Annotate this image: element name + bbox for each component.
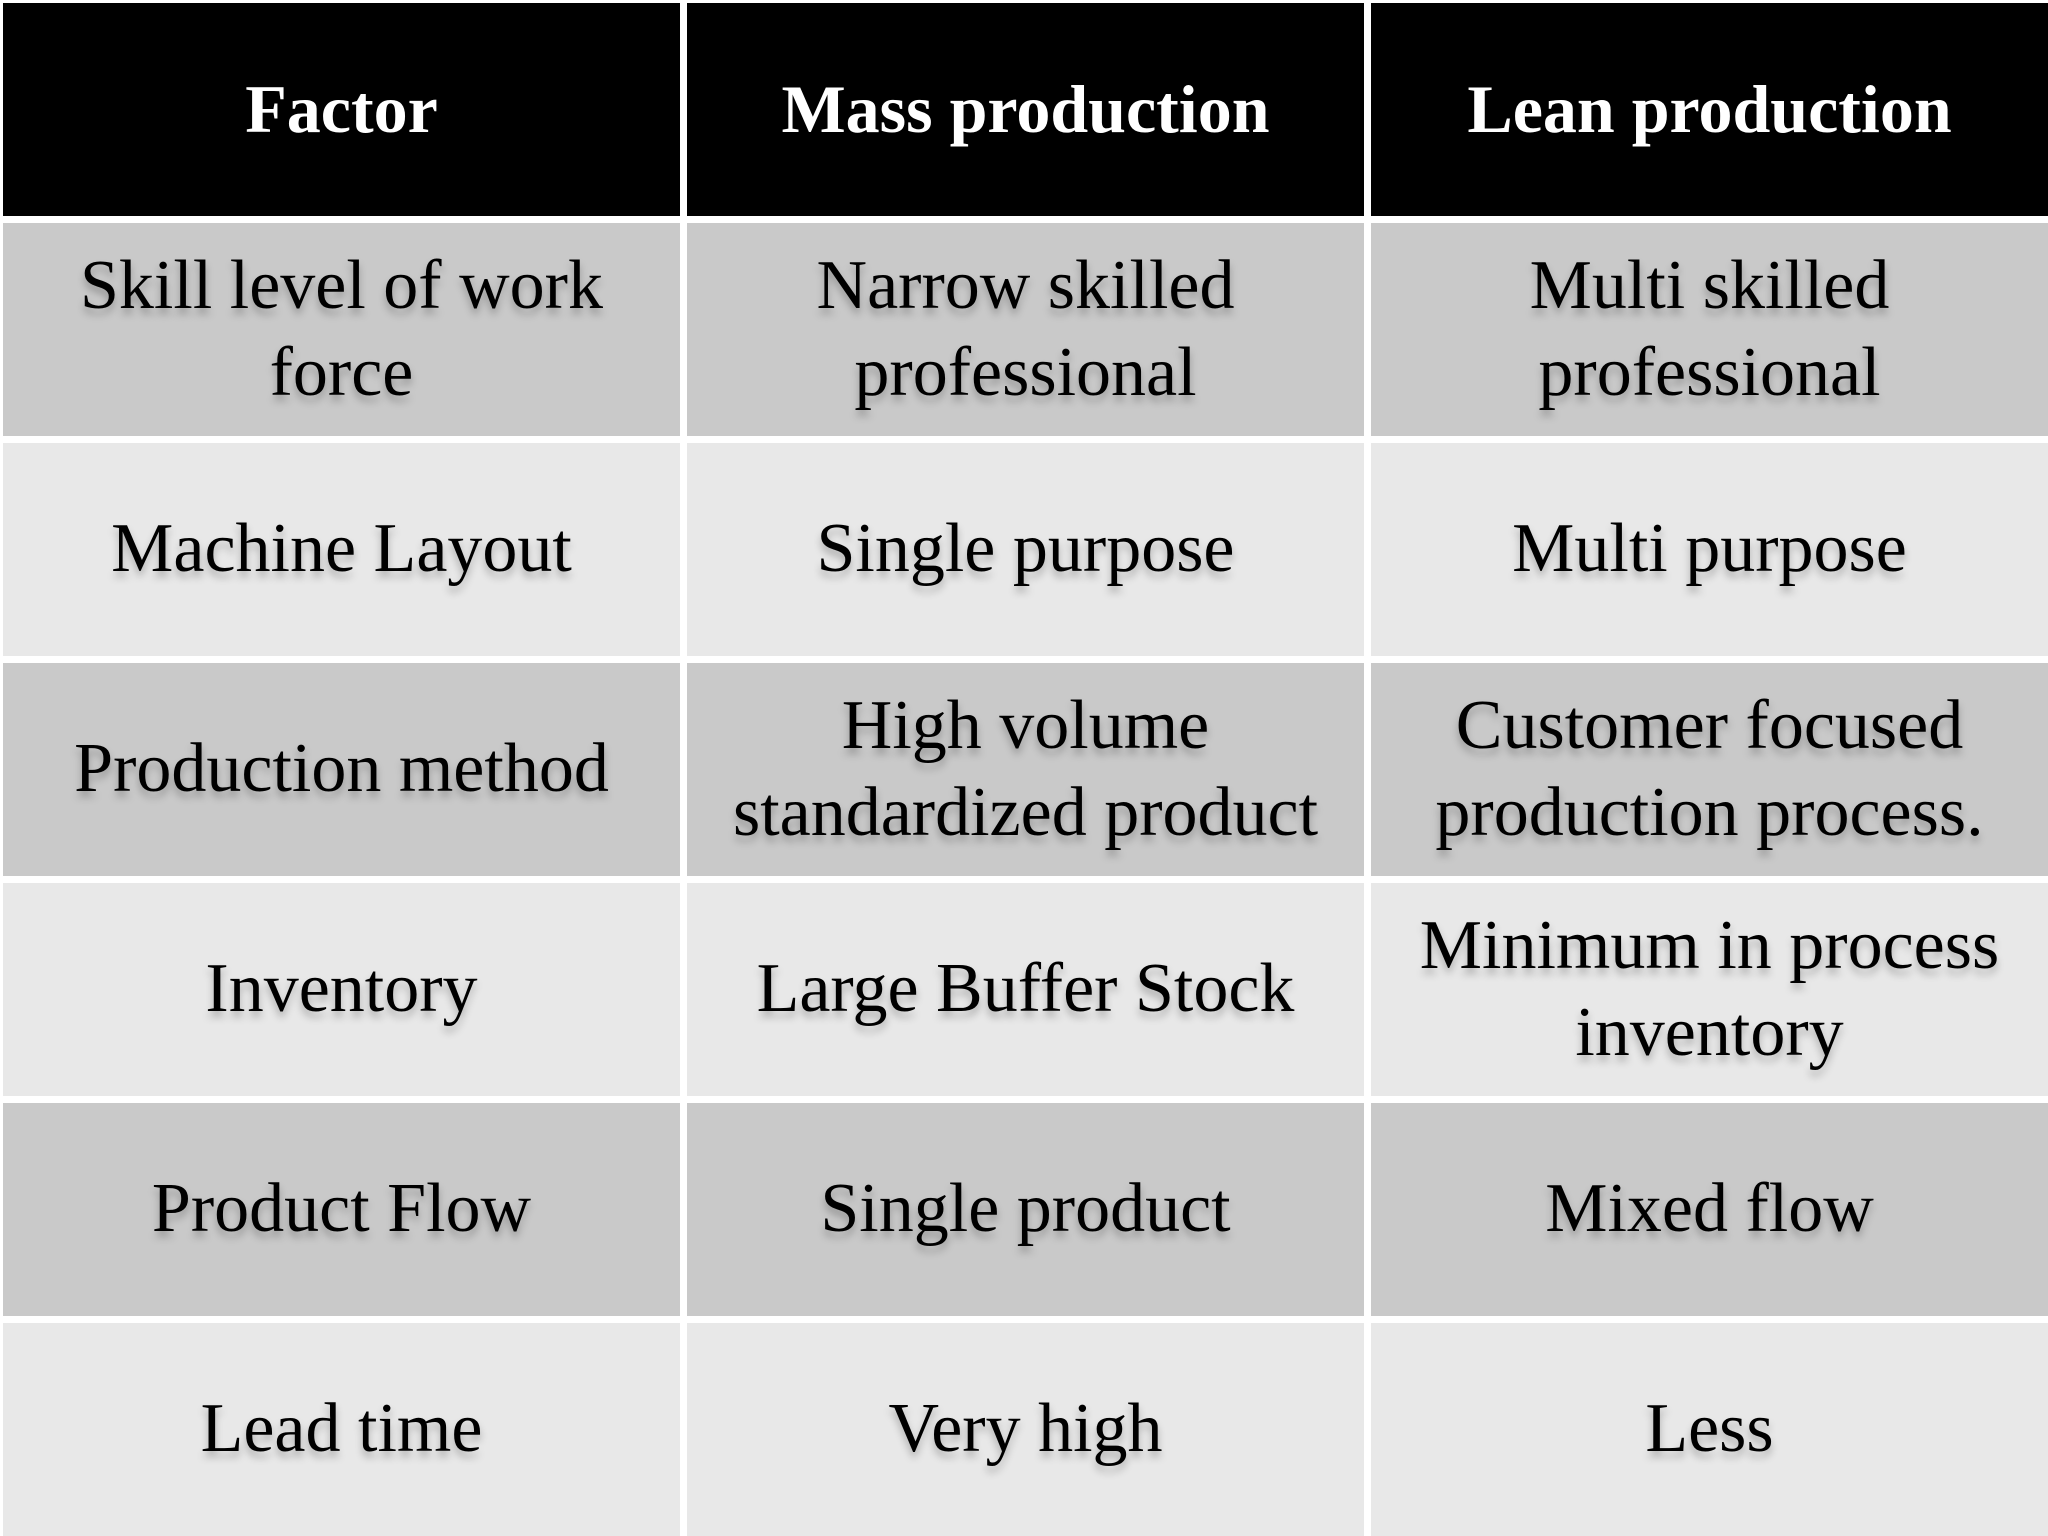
cell-machine-layout-mass: Single purpose xyxy=(687,443,1364,656)
header-cell-mass-production: Mass production xyxy=(687,3,1364,216)
cell-machine-layout-factor: Machine Layout xyxy=(3,443,680,656)
cell-product-flow-lean: Mixed flow xyxy=(1371,1103,2048,1316)
cell-lead-time-mass: Very high xyxy=(687,1323,1364,1536)
cell-inventory-lean: Minimum in process inventory xyxy=(1371,883,2048,1096)
cell-skill-level-mass: Narrow skilled professional xyxy=(687,223,1364,436)
header-cell-factor: Factor xyxy=(3,3,680,216)
cell-production-method-lean: Customer focused production process. xyxy=(1371,663,2048,876)
cell-production-method-factor: Production method xyxy=(3,663,680,876)
cell-skill-level-factor: Skill level of work force xyxy=(3,223,680,436)
cell-lead-time-lean: Less xyxy=(1371,1323,2048,1536)
cell-product-flow-mass: Single product xyxy=(687,1103,1364,1316)
cell-inventory-mass: Large Buffer Stock xyxy=(687,883,1364,1096)
cell-skill-level-lean: Multi skilled professional xyxy=(1371,223,2048,436)
cell-lead-time-factor: Lead time xyxy=(3,1323,680,1536)
header-cell-lean-production: Lean production xyxy=(1371,3,2048,216)
cell-product-flow-factor: Product Flow xyxy=(3,1103,680,1316)
cell-production-method-mass: High volume standardized product xyxy=(687,663,1364,876)
cell-inventory-factor: Inventory xyxy=(3,883,680,1096)
cell-machine-layout-lean: Multi purpose xyxy=(1371,443,2048,656)
